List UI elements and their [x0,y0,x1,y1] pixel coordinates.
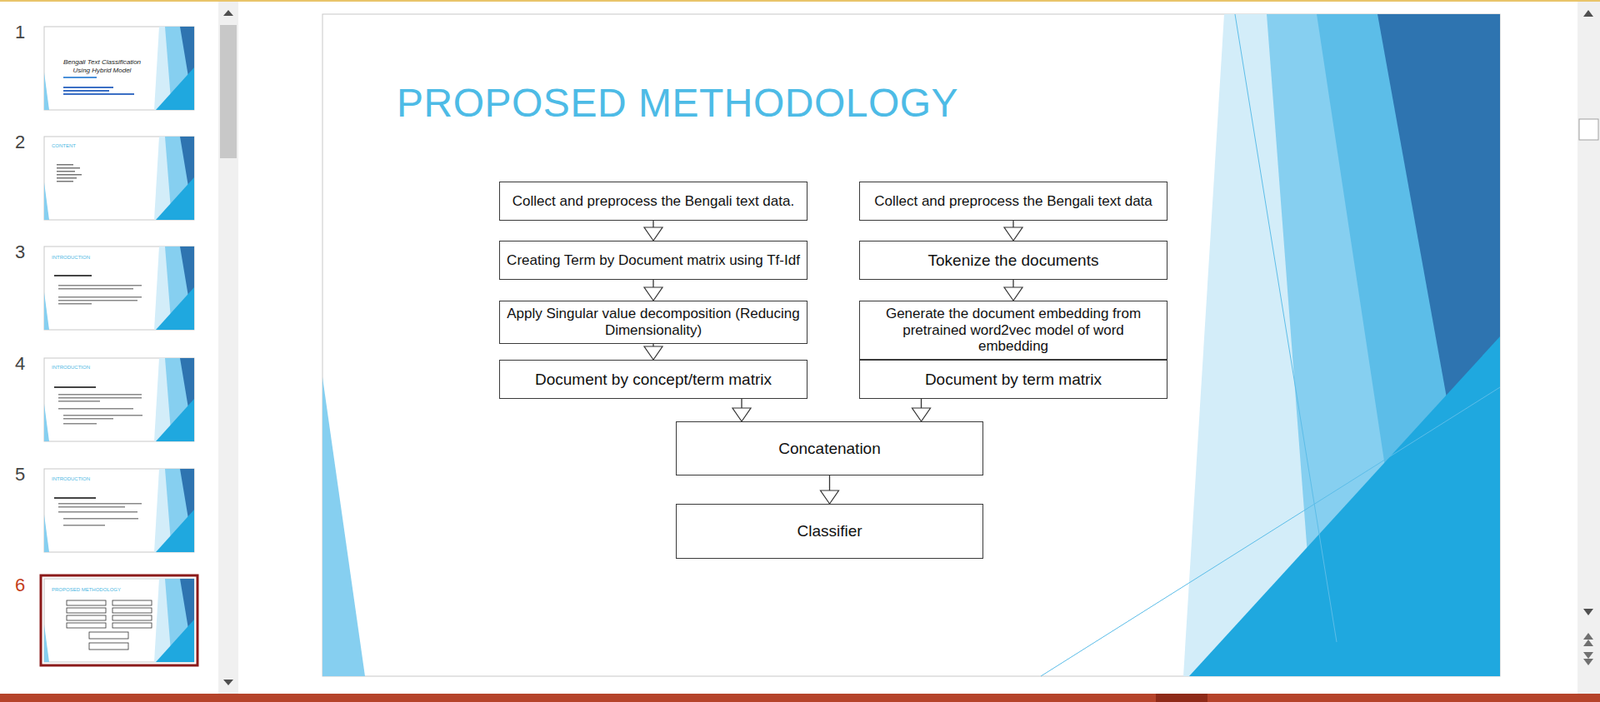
prev-slide-icon [1583,633,1594,640]
flow-arrow [1004,280,1023,301]
slide-number: 6 [15,575,25,597]
process-box: Generate the document embedding from pre… [859,300,1168,360]
slide [322,14,1500,677]
arrow-head [1004,227,1023,241]
slide-number: 2 [15,131,25,154]
thumbnail-title: Bengali Text Classification Using Hybrid… [58,58,146,75]
box-text: Collect and preprocess the Bengali text … [512,193,795,210]
slide-number: 4 [15,353,25,375]
connector-line [829,475,830,491]
flow-arrow [820,475,840,505]
box-text: Collect and preprocess the Bengali text … [874,193,1153,210]
process-box: Document by term matrix [859,360,1168,400]
process-box: Creating Term by Document matrix using T… [499,240,808,280]
box-text: Apply Singular value decomposition (Redu… [506,305,800,339]
main-scroll-thumb [1579,119,1599,140]
next-slide-icon [1583,652,1594,660]
process-box: Classifier [675,504,984,560]
process-box: Concatenation [675,421,984,476]
status-bar-button [1155,694,1208,702]
flow-arrow [732,399,751,422]
scroll-arrow-up [223,10,234,16]
flow-arrow [644,280,663,301]
prev-slide-icon [1583,640,1594,647]
box-text: Tokenize the documents [928,251,1100,270]
arrow-head [912,408,931,422]
scroll-arrow-down [1583,609,1594,616]
connector-line [1012,220,1014,228]
connector-line [652,280,654,288]
scroll-arrow-up [1583,10,1594,17]
flow-arrow [644,344,663,360]
top-edge [0,0,1600,2]
arrow-head [1004,287,1023,301]
connector-line [920,399,922,409]
slide-number: 3 [15,241,25,264]
slide-number: 5 [15,464,25,486]
flow-arrow [912,399,931,422]
box-text: Concatenation [778,440,881,459]
slide-title: PROPOSED METHODOLOGY [396,80,959,126]
process-box: Collect and preprocess the Bengali text … [859,181,1168,221]
arrow-head [644,287,663,301]
process-box: Collect and preprocess the Bengali text … [499,181,808,221]
thumbnail-title: INTRODUCTION [51,365,90,371]
flow-arrow [644,220,663,241]
arrow-head [644,227,663,241]
thumbnail-title: INTRODUCTION [51,255,90,261]
box-text: Document by term matrix [925,370,1102,390]
process-box: Tokenize the documents [859,240,1168,280]
slide-thumbnails [40,26,198,666]
pane-scroll-thumb [220,25,237,159]
process-box: Document by concept/term matrix [499,360,808,400]
box-text: Generate the document embedding from pre… [866,305,1160,355]
flow-arrow [1004,220,1023,241]
pane-scrollbar [218,1,239,695]
main-scrollbar [1577,1,1600,695]
thumbnail-title: CONTENT [51,143,76,150]
box-text: Document by concept/term matrix [535,370,772,390]
arrow-head [732,408,751,422]
arrow-head [644,346,663,360]
thumbnail-title: INTRODUCTION [51,476,90,483]
next-slide-icon [1583,659,1594,666]
box-text: Creating Term by Document matrix using T… [506,252,800,270]
scroll-arrow-down [223,680,234,686]
slide-number: 1 [15,21,25,44]
connector-line [652,220,654,228]
connector-line [1012,280,1014,288]
status-bar [0,694,1600,702]
thumbnail-title: PROPOSED METHODOLOGY [51,587,121,594]
box-text: Classifier [796,522,862,541]
process-box: Apply Singular value decomposition (Redu… [499,300,808,345]
connector-line [740,399,742,409]
arrow-head [820,490,840,505]
